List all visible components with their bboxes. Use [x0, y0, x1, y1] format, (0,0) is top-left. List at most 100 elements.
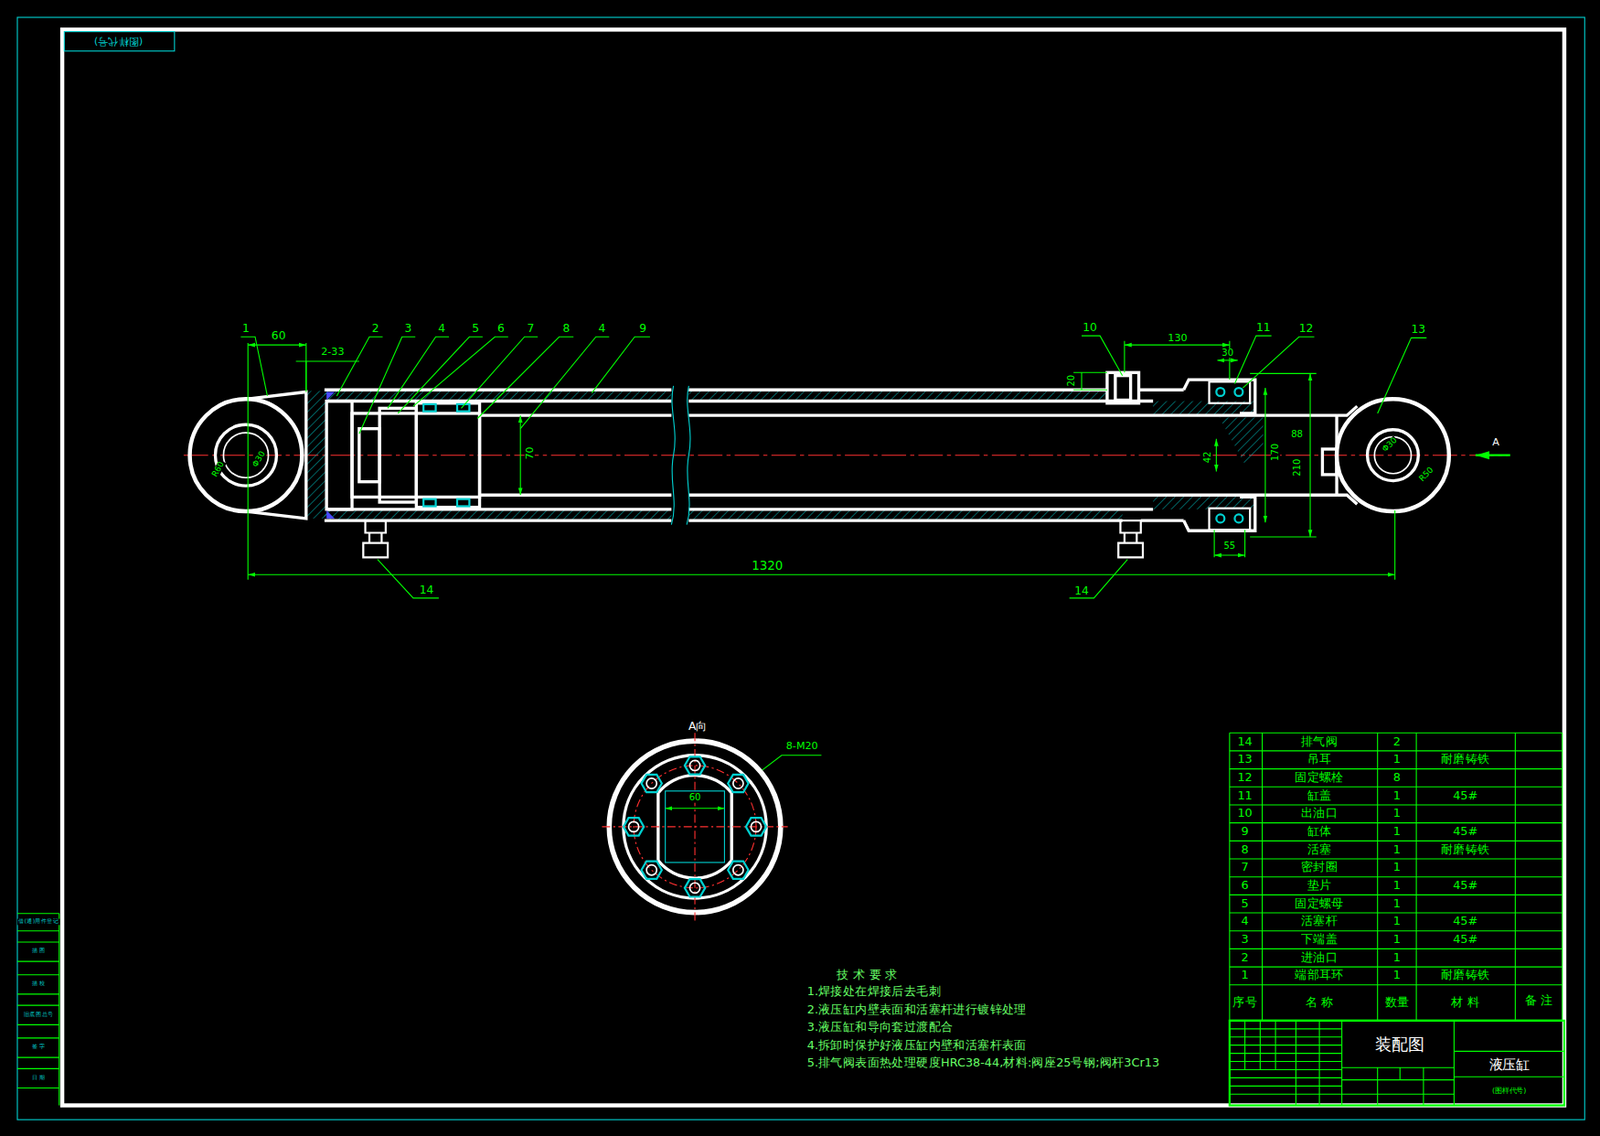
table-cell: 45# [1451, 879, 1479, 892]
callout-number: 6 [496, 322, 506, 334]
cylinder-outline [362, 520, 388, 557]
nut-symbol [628, 821, 639, 832]
callout-number: 8 [561, 322, 571, 334]
table-cell: 1 [1392, 789, 1402, 802]
table-grid [1342, 1020, 1565, 1106]
table-grid [1229, 983, 1563, 985]
dimension-line [247, 341, 1511, 580]
table-cell: 2 [1392, 736, 1402, 748]
hatching [306, 389, 1264, 521]
table-cell: 9 [1239, 825, 1249, 838]
callout-number: 12 [1298, 322, 1315, 334]
dimension-text: 170 [1270, 442, 1280, 462]
weld-mark [326, 510, 335, 519]
cylinder-outline [324, 518, 1184, 522]
cylinder-outline [1209, 508, 1251, 530]
cylinder-outline [1336, 405, 1357, 504]
nut-symbol [623, 756, 767, 896]
table-grid [1561, 732, 1563, 1021]
dimension-text: Φ30 [1380, 435, 1400, 455]
table-grid [1229, 966, 1563, 968]
table-cell: 进油口 [1300, 951, 1339, 964]
leader-line [520, 336, 609, 428]
dimension-text: 130 [1166, 332, 1189, 343]
table-cell: 1 [1392, 915, 1402, 928]
leader-line [591, 336, 651, 393]
dimension-line [1080, 372, 1082, 390]
table-cell: 1 [1392, 861, 1402, 874]
note-text: 2.液压缸内壁表面和活塞杆进行镀锌处理 [806, 1003, 1028, 1016]
weld-mark [326, 392, 335, 519]
cylinder-outline [1184, 379, 1256, 414]
table-grid [1245, 1020, 1320, 1106]
drawing-frame [17, 17, 1585, 1120]
title-block-cell: 描 图 [31, 948, 48, 954]
dimension-line [1249, 373, 1317, 537]
dimension-line [247, 342, 307, 456]
dimension-text: 42 [1203, 449, 1213, 464]
dimension-line [1264, 387, 1266, 523]
table-cell: 垫片 [1306, 879, 1334, 892]
table-grid [1229, 1020, 1565, 1106]
cylinder-outline [214, 424, 277, 486]
table-cell: 1 [1392, 879, 1402, 892]
table-cell: 缸体 [1306, 825, 1334, 838]
table-cell: 45# [1451, 915, 1479, 928]
title-text: 液压缸 [1488, 1057, 1531, 1072]
leader-line [1242, 336, 1314, 388]
table-grid [1229, 732, 1565, 1105]
table-cell: 1 [1392, 951, 1402, 964]
section-view [601, 825, 788, 827]
dimension-line [1124, 344, 1230, 346]
dimension-text: 60 [270, 330, 288, 342]
dimension-text: 8-M20 [785, 740, 820, 751]
dimension-line [520, 415, 522, 495]
cylinder-outline [416, 403, 480, 508]
table-cell: 6 [1239, 879, 1249, 892]
note-text: 3.液压缸和导向套过渡配合 [806, 1021, 955, 1034]
table-cell: 1 [1392, 753, 1402, 766]
table-cell: 出油口 [1300, 807, 1339, 820]
title-block-cell: 日 期 [31, 1074, 48, 1080]
callout-number: 4 [437, 322, 447, 334]
leader-line [240, 336, 267, 396]
cylinder-outline [1107, 372, 1140, 403]
dimension-text: 30 [1220, 348, 1235, 358]
center-line [183, 454, 1509, 456]
view-title: A向 [687, 720, 709, 732]
table-grid [1229, 768, 1563, 769]
dimension-line [1073, 372, 1108, 390]
title-text: 装配图 [1374, 1036, 1426, 1054]
nut-symbol [689, 882, 700, 893]
dimension-text: 210 [1293, 457, 1303, 477]
callout-number: 1 [241, 322, 251, 334]
callout-number: 11 [1255, 321, 1272, 333]
dimension-line [1309, 373, 1311, 537]
nut-symbol [646, 864, 657, 875]
cylinder-outline [223, 432, 268, 478]
leader-line [240, 335, 1427, 771]
break-line [671, 385, 675, 525]
cylinder-outline [190, 398, 303, 512]
dimension-text: 70 [524, 445, 535, 460]
table-grid [1229, 786, 1563, 788]
table-grid [1229, 803, 1563, 805]
hatching [1219, 416, 1264, 464]
table-cell: 1 [1239, 970, 1249, 982]
table-cell: 7 [1239, 861, 1249, 874]
note-heading: 技 术 要 求 [835, 968, 899, 981]
dimension-text: 20 [1066, 373, 1077, 388]
dimension-text: Φ30 [250, 448, 267, 470]
leader-line [1081, 335, 1123, 376]
cylinder-outline [326, 401, 352, 510]
table-cell: 45# [1451, 789, 1479, 802]
table-cell: 2 [1239, 951, 1249, 964]
table-grid [1416, 732, 1418, 1021]
callout-number: 2 [371, 322, 381, 334]
table-cell: 1 [1392, 970, 1402, 982]
table-header: 材 料 [1450, 995, 1481, 1008]
callout-number: 10 [1081, 321, 1099, 333]
table-cell: 8 [1239, 843, 1249, 856]
seal-ring [1216, 387, 1225, 396]
